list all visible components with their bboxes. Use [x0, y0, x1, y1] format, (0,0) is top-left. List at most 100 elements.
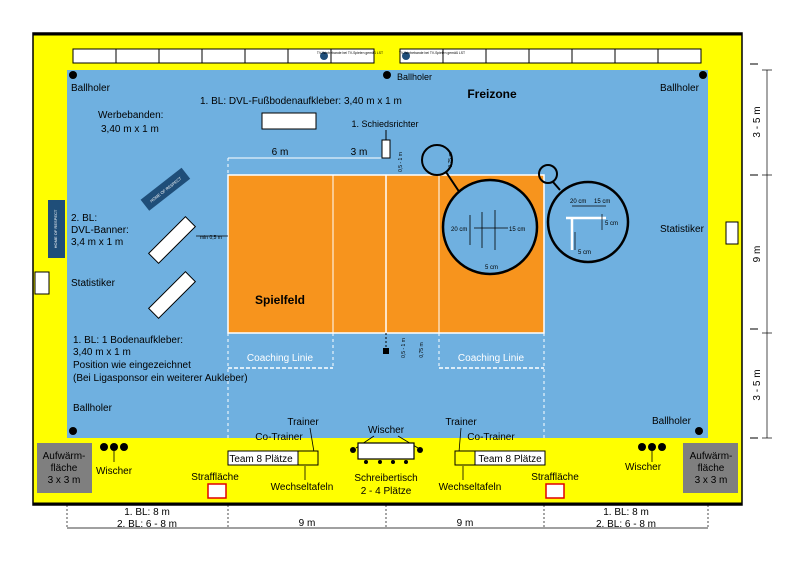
zoom-source-circle-2	[538, 164, 558, 184]
dim-3m-label: 3 m	[351, 147, 368, 158]
team-bench-right-label: Team 8 Plätze	[478, 454, 542, 465]
coaching-label-right: Coaching Linie	[458, 353, 525, 364]
bodenaufkleber-label-3: Position wie eingezeichnet	[73, 360, 191, 371]
dvl-banner-text: HOME OF RESPECT	[53, 209, 58, 248]
ballholer-top-left: Ballholer	[71, 83, 111, 94]
ballholer-top-mid: Ballholer	[397, 72, 432, 82]
warmup-right-label-2: fläche	[698, 463, 725, 474]
statistiker-left: Statistiker	[71, 278, 116, 289]
wischer-right-dots	[638, 443, 666, 451]
referee-stand	[381, 139, 391, 159]
zoom-detail-circle-1	[441, 178, 539, 276]
wischer-center-dot-left	[350, 447, 356, 453]
statistiker-right: Statistiker	[660, 224, 705, 235]
zoom-source-circle-1	[421, 144, 453, 176]
ad-board	[244, 48, 289, 64]
zoom-detail-circle-2	[546, 180, 630, 264]
ad-board	[201, 48, 246, 64]
dim-5cm-zoom2-a: 5 cm	[605, 221, 618, 227]
dim-0-5-1m-bottom: 0,5 - 1 m	[401, 338, 407, 358]
warmup-left-label-2: fläche	[51, 463, 78, 474]
right-dim-bottom: 3 - 5 m	[752, 369, 763, 400]
tv-ad-board-text: TV-Werbebande bei TV-Spielen gemäß LST	[399, 51, 465, 55]
cotrainer-label-right: Co-Trainer	[467, 432, 515, 443]
floor-sticker-1	[147, 215, 197, 265]
tv-ad-board-1: TV-Werbebande bei TV-Spielen gemäß LST	[317, 51, 383, 60]
freizone-label: Freizone	[467, 87, 517, 101]
dim-6m-label: 6 m	[272, 147, 289, 158]
penalty-box-left	[207, 483, 227, 499]
ad-board	[158, 48, 203, 64]
dim-0-5-1m-top: 0,5 - 1 m	[398, 152, 404, 172]
dvl-banner-left-edge	[48, 200, 65, 258]
trainer-label-right: Trainer	[445, 417, 477, 428]
dim-075m-bottom: 0,75 m	[419, 342, 425, 357]
net-post-bottom-marker	[383, 348, 389, 354]
referee-label: 1. Schiedsrichter	[351, 119, 418, 129]
tv-logo-icon	[402, 52, 410, 60]
ad-boards-top	[72, 48, 702, 64]
scorer-table	[357, 442, 415, 460]
scorer-table-label-2: 2 - 4 Plätze	[361, 486, 412, 497]
coaching-label-left: Coaching Linie	[247, 353, 314, 364]
cotrainer-label-left: Co-Trainer	[255, 432, 303, 443]
dim-20cm-zoom2: 20 cm	[570, 199, 586, 205]
warmup-area-right	[683, 443, 738, 493]
dim-min05m-label: min 0,5 m	[200, 235, 222, 241]
warmup-left-label-3: 3 x 3 m	[48, 475, 81, 486]
tv-ad-board-text: TV-Werbebande bei TV-Spielen gemäß LST	[317, 51, 383, 55]
strafflaeche-right-label: Straffläche	[531, 472, 579, 483]
wechseltafeln-right-label: Wechseltafeln	[439, 482, 502, 493]
ballholer-dot-bottom-left	[69, 427, 77, 435]
dvl-floor-sticker-label: 1. BL: DVL-Fußbodenaufkleber: 3,40 m x 1…	[200, 96, 402, 107]
bodenaufkleber-label-2: 3,40 m x 1 m	[73, 347, 131, 358]
warmup-area-left	[37, 443, 92, 493]
bottom-dim-right-2: 2. BL: 6 - 8 m	[596, 519, 656, 530]
trainer-label-left: Trainer	[287, 417, 319, 428]
ballholer-top-right: Ballholer	[660, 83, 700, 94]
tv-ad-board-2: TV-Werbebande bei TV-Spielen gemäß LST	[399, 51, 465, 60]
floor-sticker-2	[147, 270, 197, 320]
dim-15cm-zoom1: 15 cm	[509, 227, 525, 233]
statistiker-table-left	[34, 271, 50, 295]
wischer-left-label: Wischer	[96, 466, 133, 477]
dashed-guides	[227, 158, 545, 438]
ballholer-dot-top-left	[69, 71, 77, 79]
ballholer-dot-bottom-right	[695, 427, 703, 435]
dvl-banner-label-3: 3,4 m x 1 m	[71, 237, 123, 248]
werbebanden-size-label: 3,40 m x 1 m	[101, 124, 159, 135]
bottom-dim-9m-right: 9 m	[457, 518, 474, 529]
wischer-center-label: Wischer	[368, 425, 405, 436]
wischer-right-label: Wischer	[625, 462, 662, 473]
dvl-banner-label-1: 2. BL:	[71, 213, 97, 224]
bodenaufkleber-label-4: (Bei Ligasponsor ein weiterer Aukleber)	[73, 373, 248, 384]
right-dim-top: 3 - 5 m	[752, 106, 763, 137]
scorer-table-chairs	[364, 460, 408, 464]
ad-board	[657, 48, 702, 64]
zoom-connector-2	[552, 181, 561, 191]
dim-15cm-zoom2: 15 cm	[594, 199, 610, 205]
spielfeld-label: Spielfeld	[255, 293, 305, 307]
court-left-half	[228, 175, 386, 333]
wechseltafeln-left-label: Wechseltafeln	[271, 482, 334, 493]
dim-5cm-zoom1: 5 cm	[485, 265, 498, 271]
strafflaeche-left-label: Straffläche	[191, 472, 239, 483]
dvl-floor-sticker	[261, 112, 317, 130]
right-dimension-lines	[762, 69, 772, 439]
warmup-left-label-1: Aufwärm-	[43, 451, 86, 462]
wischer-center-pointer-r	[397, 435, 419, 449]
team-bench-left-label: Team 8 Plätze	[229, 454, 293, 465]
statistiker-table-right	[725, 221, 739, 245]
werbebanden-label: Werbebanden:	[98, 110, 163, 121]
right-dim-middle: 9 m	[752, 246, 763, 263]
penalty-box-right	[545, 483, 565, 499]
bottom-dim-left-1: 1. BL: 8 m	[124, 507, 170, 518]
wischer-left-dots	[100, 443, 128, 451]
bodenaufkleber-label-1: 1. BL: 1 Bodenaufkleber:	[73, 335, 183, 346]
ballholer-bottom-right: Ballholer	[652, 416, 692, 427]
ad-board	[528, 48, 573, 64]
ball-holder-dots	[69, 71, 707, 435]
warmup-right-label-1: Aufwärm-	[690, 451, 733, 462]
